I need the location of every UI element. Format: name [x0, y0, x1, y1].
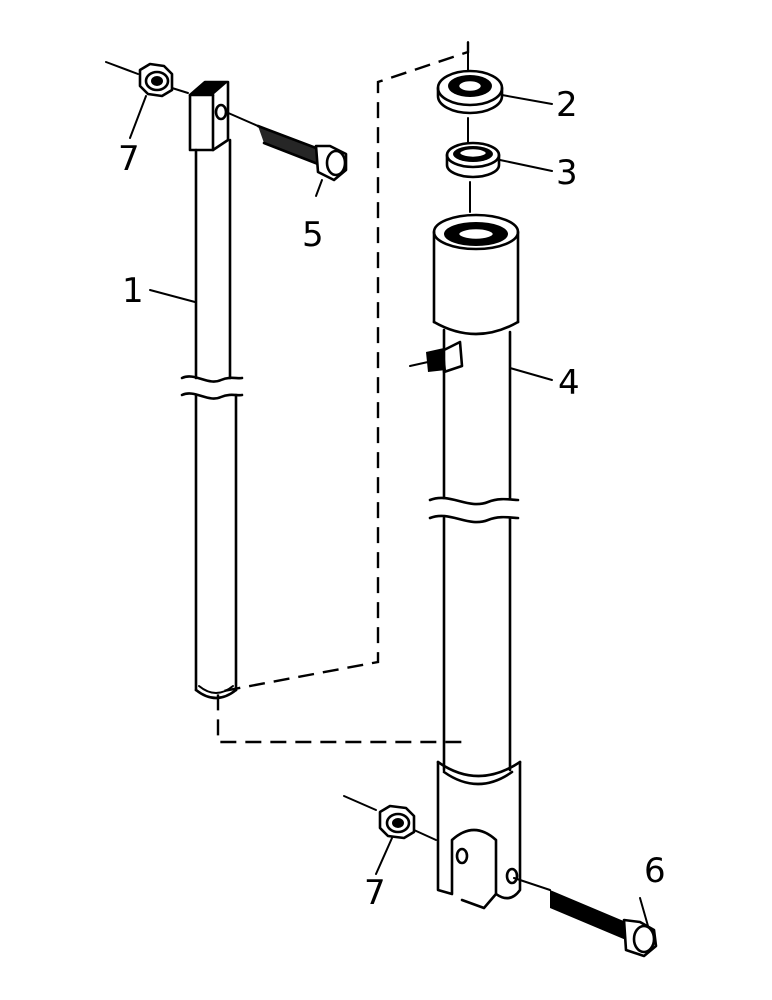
assembly-guide-line: [216, 42, 470, 744]
leader-1: [149, 289, 196, 303]
nut-part-7-lower: [343, 795, 437, 841]
tube-part-4: [409, 181, 522, 910]
callout-6: 6: [644, 851, 666, 891]
callout-3: 3: [556, 153, 578, 193]
callout-2: 2: [556, 85, 578, 125]
callout-1: 1: [122, 271, 144, 311]
callout-5: 5: [302, 215, 324, 255]
leader-2: [501, 94, 553, 105]
bolt-part-5: [225, 111, 348, 182]
leader-7b: [375, 837, 393, 875]
shaft-part-1: [180, 80, 244, 700]
leader-5: [315, 179, 323, 197]
nut-part-7-upper: [105, 61, 189, 98]
callout-4: 4: [558, 363, 580, 403]
leader-3: [499, 159, 553, 172]
bolt-part-6: [513, 877, 658, 958]
leader-4: [509, 367, 553, 381]
leader-7a: [129, 95, 147, 139]
callout-7-upper: 7: [118, 139, 140, 179]
washer-part-2: [436, 41, 504, 115]
bushing-part-3: [445, 117, 501, 179]
callout-7-lower: 7: [364, 873, 386, 913]
leader-6: [639, 897, 649, 927]
